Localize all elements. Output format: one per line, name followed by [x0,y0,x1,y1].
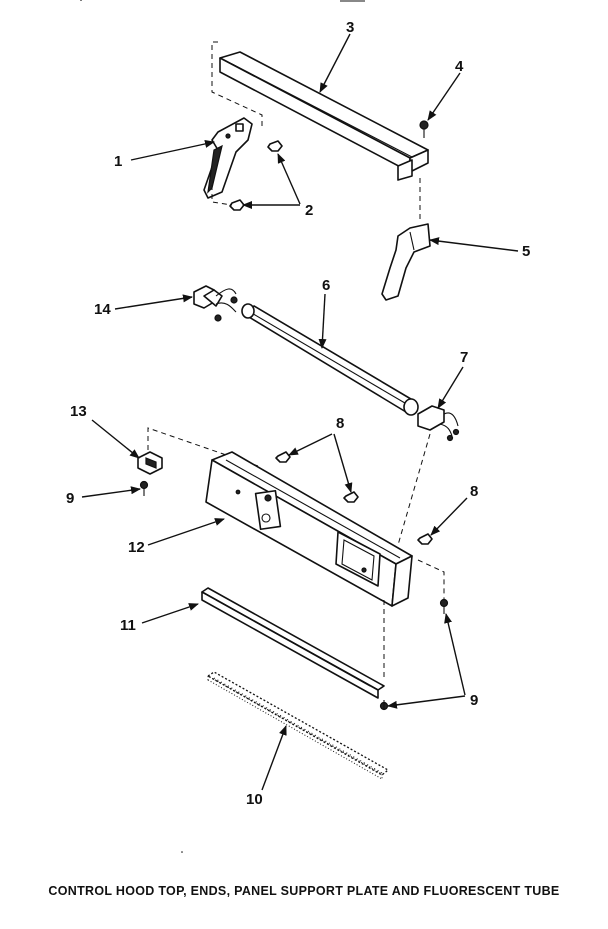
bracket-part [137,451,163,475]
nut-fasteners [229,140,283,211]
callout-1: 1 [114,153,122,170]
right-lamp-holder-part [417,405,460,442]
callout-10: 10 [246,791,263,808]
callout-13: 13 [70,403,87,420]
callout-4: 4 [455,58,464,75]
callout-9-right: 9 [470,692,478,709]
callout-9-left: 9 [66,490,74,507]
callout-8-upper: 8 [336,415,344,432]
nut-8-pair [275,451,433,545]
gasket-strip-part [206,671,390,780]
diagram-caption: CONTROL HOOD TOP, ENDS, PANEL SUPPORT PL… [48,884,560,898]
callout-12: 12 [128,539,145,556]
panel-right-dashed-guide [417,559,445,600]
callout-6: 6 [322,277,330,294]
hood-top-part [219,51,429,181]
screw-9-right [379,598,449,711]
support-bar-part [201,587,385,699]
callout-3: 3 [346,19,354,36]
hood-top-dashed-guide [211,41,263,130]
callout-7: 7 [460,349,468,366]
callout-14: 14 [94,301,111,318]
callout-5: 5 [522,243,530,260]
callout-leaders [81,33,519,791]
fluorescent-tube-part [241,303,419,416]
top-edge-marks [80,0,365,2]
left-hood-end-part [203,117,253,199]
screw-9-left [139,480,149,496]
stray-dot [181,851,183,853]
callout-2: 2 [305,202,313,219]
screw-4 [419,120,429,138]
right-hood-end-part [381,223,431,301]
bracket-dashed-guide [147,427,259,467]
right-end-to-panel-dashed-guide [397,433,431,546]
panel-support-plate-part [205,451,413,607]
nut-dashed-guide [211,185,233,206]
callout-11: 11 [120,617,136,634]
left-lamp-holder-part [193,285,238,322]
callout-8-right: 8 [470,483,478,500]
